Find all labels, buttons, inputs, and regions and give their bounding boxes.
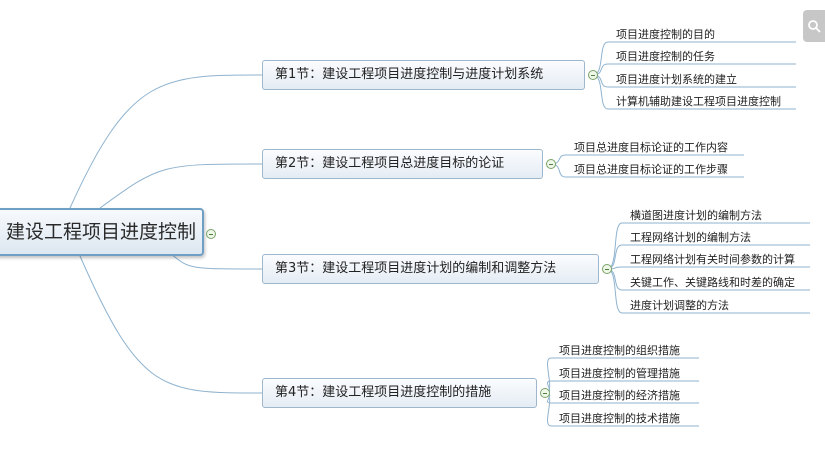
subtopic-item[interactable]: 项目总进度目标论证的工作步骤 xyxy=(574,163,728,176)
section-topic-3[interactable]: 第3节：建设工程项目进度计划的编制和调整方法 xyxy=(262,254,599,284)
subtopic-item[interactable]: 横道图进度计划的编制方法 xyxy=(630,209,762,222)
section-collapse-toggle-icon[interactable] xyxy=(602,264,612,274)
subtopic-item[interactable]: 进度计划调整的方法 xyxy=(630,299,729,312)
section-topic-2[interactable]: 第2节：建设工程项目总进度目标的论证 xyxy=(262,149,543,179)
section-to-subtopic-connector xyxy=(606,266,810,270)
subtopic-item[interactable]: 项目进度控制的技术措施 xyxy=(559,412,680,425)
subtopic-item[interactable]: 关键工作、关键路线和时差的确定 xyxy=(630,276,795,289)
subtopic-item[interactable]: 项目进度计划系统的建立 xyxy=(616,73,737,86)
subtopic-item[interactable]: 项目总进度目标论证的工作内容 xyxy=(574,141,728,154)
subtopic-item[interactable]: 工程网络计划有关时间参数的计算 xyxy=(630,253,795,266)
subtopic-item[interactable]: 项目进度控制的组织措施 xyxy=(559,344,680,357)
root-topic[interactable]: 建设工程项目进度控制 xyxy=(0,208,204,256)
subtopic-item[interactable]: 项目进度控制的经济措施 xyxy=(559,389,680,402)
subtopic-item[interactable]: 项目进度控制的管理措施 xyxy=(559,367,680,380)
section-topic-1[interactable]: 第1节：建设工程项目进度控制与进度计划系统 xyxy=(262,60,585,90)
section-collapse-toggle-icon[interactable] xyxy=(546,159,556,169)
subtopic-item[interactable]: 项目进度控制的任务 xyxy=(616,50,715,63)
root-to-section-connector xyxy=(69,74,263,209)
section-collapse-toggle-icon[interactable] xyxy=(588,70,598,80)
section-collapse-toggle-icon[interactable] xyxy=(540,388,550,398)
root-collapse-toggle-icon[interactable] xyxy=(206,229,216,239)
root-to-section-connector xyxy=(79,255,263,394)
subtopic-item[interactable]: 计算机辅助建设工程项目进度控制 xyxy=(616,95,781,108)
subtopic-item[interactable]: 工程网络计划的编制方法 xyxy=(630,231,751,244)
section-topic-4[interactable]: 第4节：建设工程项目进度控制的措施 xyxy=(262,378,537,408)
root-to-section-connector xyxy=(99,163,263,209)
search-button[interactable] xyxy=(803,10,825,42)
search-icon xyxy=(808,20,821,33)
subtopic-item[interactable]: 项目进度控制的目的 xyxy=(616,28,715,41)
